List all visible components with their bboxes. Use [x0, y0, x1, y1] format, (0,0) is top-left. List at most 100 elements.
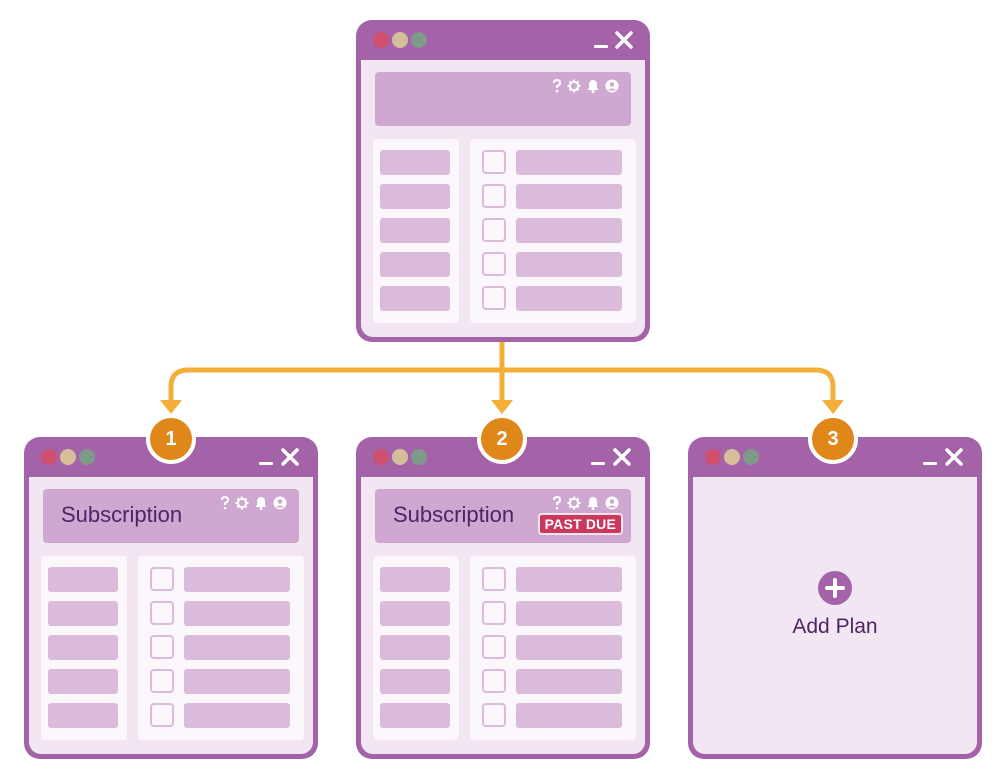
nav-item[interactable] [380, 669, 450, 694]
list-item [516, 218, 622, 243]
close-dot[interactable] [705, 449, 721, 465]
nav-item[interactable] [380, 150, 450, 175]
list-item [516, 286, 622, 311]
list-item [184, 567, 290, 592]
close-icon[interactable] [280, 447, 300, 467]
checkbox[interactable] [150, 703, 174, 727]
step-badge: 1 [146, 414, 196, 464]
nav-item[interactable] [48, 703, 118, 728]
nav-item[interactable] [380, 184, 450, 209]
minimize-icon[interactable] [259, 462, 273, 465]
window-body: Add Plan [693, 477, 977, 754]
maximize-dot[interactable] [743, 449, 759, 465]
window-body: Subscription [29, 477, 313, 754]
nav-item[interactable] [48, 601, 118, 626]
user-icon[interactable] [605, 79, 619, 93]
close-icon[interactable] [944, 447, 964, 467]
nav-item[interactable] [48, 669, 118, 694]
checkbox[interactable] [482, 252, 506, 276]
checkbox[interactable] [482, 635, 506, 659]
checkbox[interactable] [482, 184, 506, 208]
header-bar: Subscription [43, 489, 299, 543]
subscription-window: Subscription [24, 437, 318, 759]
list-item [184, 635, 290, 660]
maximize-dot[interactable] [79, 449, 95, 465]
close-dot[interactable] [373, 449, 389, 465]
maximize-dot[interactable] [411, 32, 427, 48]
nav-item[interactable] [380, 703, 450, 728]
nav-item[interactable] [380, 252, 450, 277]
minimize-dot[interactable] [392, 449, 408, 465]
nav-item[interactable] [380, 601, 450, 626]
header-bar [375, 72, 631, 126]
checkbox[interactable] [482, 286, 506, 310]
list-item [184, 669, 290, 694]
settings-icon[interactable] [235, 496, 249, 510]
notifications-icon[interactable] [586, 79, 600, 93]
minimize-icon[interactable] [594, 45, 608, 48]
list-panel [138, 556, 304, 740]
arrowhead-right [822, 400, 844, 414]
settings-icon[interactable] [567, 496, 581, 510]
help-icon[interactable] [552, 79, 562, 93]
nav-item[interactable] [48, 635, 118, 660]
minimize-icon[interactable] [923, 462, 937, 465]
list-item [516, 601, 622, 626]
checkbox[interactable] [150, 567, 174, 591]
past-due-badge: PAST DUE [537, 513, 623, 535]
checkbox[interactable] [482, 567, 506, 591]
list-item [184, 703, 290, 728]
arrowhead-left [160, 400, 182, 414]
nav-panel [41, 556, 127, 740]
notifications-icon[interactable] [254, 496, 268, 510]
user-icon[interactable] [605, 496, 619, 510]
arrowhead-middle [491, 400, 513, 414]
step-badge: 3 [808, 414, 858, 464]
close-dot[interactable] [373, 32, 389, 48]
list-item [516, 184, 622, 209]
header-bar: Subscription PAST DUE [375, 489, 631, 543]
add-plan-window: Add Plan [688, 437, 982, 759]
checkbox[interactable] [150, 635, 174, 659]
list-panel [470, 139, 636, 323]
list-item [184, 601, 290, 626]
list-item [516, 703, 622, 728]
nav-item[interactable] [380, 567, 450, 592]
minimize-dot[interactable] [392, 32, 408, 48]
list-item [516, 252, 622, 277]
minimize-dot[interactable] [60, 449, 76, 465]
nav-item[interactable] [48, 567, 118, 592]
close-dot[interactable] [41, 449, 57, 465]
nav-item[interactable] [380, 286, 450, 311]
add-plan-label[interactable]: Add Plan [792, 615, 878, 638]
checkbox[interactable] [482, 601, 506, 625]
checkbox[interactable] [150, 669, 174, 693]
list-item [516, 669, 622, 694]
minimize-dot[interactable] [724, 449, 740, 465]
checkbox[interactable] [482, 669, 506, 693]
checkbox[interactable] [482, 218, 506, 242]
header-icons [552, 495, 619, 511]
user-icon[interactable] [273, 496, 287, 510]
notifications-icon[interactable] [586, 496, 600, 510]
checkbox[interactable] [482, 703, 506, 727]
close-icon[interactable] [614, 30, 634, 50]
minimize-icon[interactable] [591, 462, 605, 465]
connector-right [499, 367, 836, 407]
settings-icon[interactable] [567, 79, 581, 93]
top-window [356, 20, 650, 342]
nav-panel [373, 139, 459, 323]
past-due-subscription-window: Subscription PAST DUE [356, 437, 650, 759]
help-icon[interactable] [552, 496, 562, 510]
maximize-dot[interactable] [411, 449, 427, 465]
checkbox[interactable] [150, 601, 174, 625]
plus-icon[interactable] [818, 571, 852, 605]
help-icon[interactable] [220, 496, 230, 510]
checkbox[interactable] [482, 150, 506, 174]
header-icons [552, 78, 619, 94]
nav-item[interactable] [380, 218, 450, 243]
nav-item[interactable] [380, 635, 450, 660]
header-title: Subscription [393, 502, 515, 527]
close-icon[interactable] [612, 447, 632, 467]
